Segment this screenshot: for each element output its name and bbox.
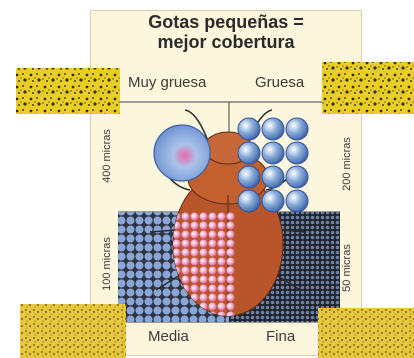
pink-droplet [190,212,199,221]
pink-droplet [226,275,235,284]
pink-droplet [226,221,235,230]
pink-droplet [190,284,199,293]
label-fine: Fina [266,328,296,345]
title-line-2: mejor cobertura [157,32,295,52]
coarse-droplet [285,117,309,141]
label-very-coarse: Muy gruesa [128,74,207,91]
sample-coarse [322,62,414,114]
pink-droplet [173,248,181,257]
pink-droplet [208,221,217,230]
pink-droplet [199,248,208,257]
diagram-title: Gotas pequeñas = mejor cobertura [90,12,362,52]
pink-droplet [181,230,190,239]
sample-fine [318,308,414,358]
coarse-droplet [261,165,285,189]
label-50-microns: 50 micras [341,244,353,292]
pink-droplet [199,230,208,239]
very-coarse-droplet [153,124,211,182]
pink-droplet [181,257,190,266]
pink-droplet [226,284,235,293]
pink-droplet [226,266,235,275]
pink-droplet [217,221,226,230]
label-100-microns: 100 micras [101,237,113,291]
pink-droplet [199,221,208,230]
coarse-droplet [285,189,309,213]
pink-droplet [217,266,226,275]
pink-droplet [208,302,217,311]
pink-droplet [199,275,208,284]
pink-droplet [217,257,226,266]
pink-droplet [217,212,226,221]
coarse-droplet [261,141,285,165]
pink-droplet [190,248,199,257]
sample-very-coarse [16,68,120,114]
pink-droplet [199,239,208,248]
pink-droplet [217,230,226,239]
pink-droplet [190,230,199,239]
pink-droplet [208,239,217,248]
pink-droplet [208,275,217,284]
coarse-droplet [237,141,261,165]
coarse-droplet [237,117,261,141]
coarse-droplet [261,189,285,213]
pink-droplet [226,311,235,316]
pink-droplet [217,248,226,257]
pink-droplet [226,230,235,239]
pink-droplet [190,239,199,248]
pink-droplet [190,221,199,230]
pink-droplet [208,212,217,221]
pink-droplet [199,293,208,302]
pink-droplet [226,302,235,311]
pink-droplet [190,275,199,284]
label-400-microns: 400 micras [101,129,113,183]
pink-droplet [181,266,190,275]
title-line-1: Gotas pequeñas = [148,12,304,32]
pink-droplet [199,284,208,293]
pink-droplet [217,293,226,302]
pink-droplet [217,302,226,311]
pink-droplet [226,239,235,248]
pink-droplet [173,230,181,239]
label-medium: Media [148,328,189,345]
coarse-droplet [237,165,261,189]
pink-droplet [217,239,226,248]
label-coarse: Gruesa [255,74,305,91]
pink-droplet [208,293,217,302]
pink-droplet [199,212,208,221]
pink-droplet [217,275,226,284]
pink-droplet [208,284,217,293]
pink-droplet [226,248,235,257]
pink-droplet [181,239,190,248]
pink-droplet [208,248,217,257]
coarse-droplet [237,189,261,213]
pink-droplet [181,248,190,257]
pink-droplet [217,284,226,293]
pink-droplet [226,257,235,266]
pink-droplet [181,275,190,284]
pink-droplet [208,266,217,275]
coarse-droplet [285,165,309,189]
coarse-droplet [261,117,285,141]
pink-droplet [190,257,199,266]
pink-droplet [181,221,190,230]
pink-droplet [208,230,217,239]
coarse-droplets [237,117,309,213]
pink-droplet [226,293,235,302]
pink-droplet [199,257,208,266]
pink-droplet [173,239,181,248]
coarse-droplet [285,141,309,165]
pink-droplet [181,212,190,221]
label-200-microns: 200 micras [341,137,353,191]
pink-droplet [226,212,235,221]
pink-droplet [208,257,217,266]
pink-droplet [199,266,208,275]
pink-droplet [190,266,199,275]
sample-medium [20,304,126,358]
